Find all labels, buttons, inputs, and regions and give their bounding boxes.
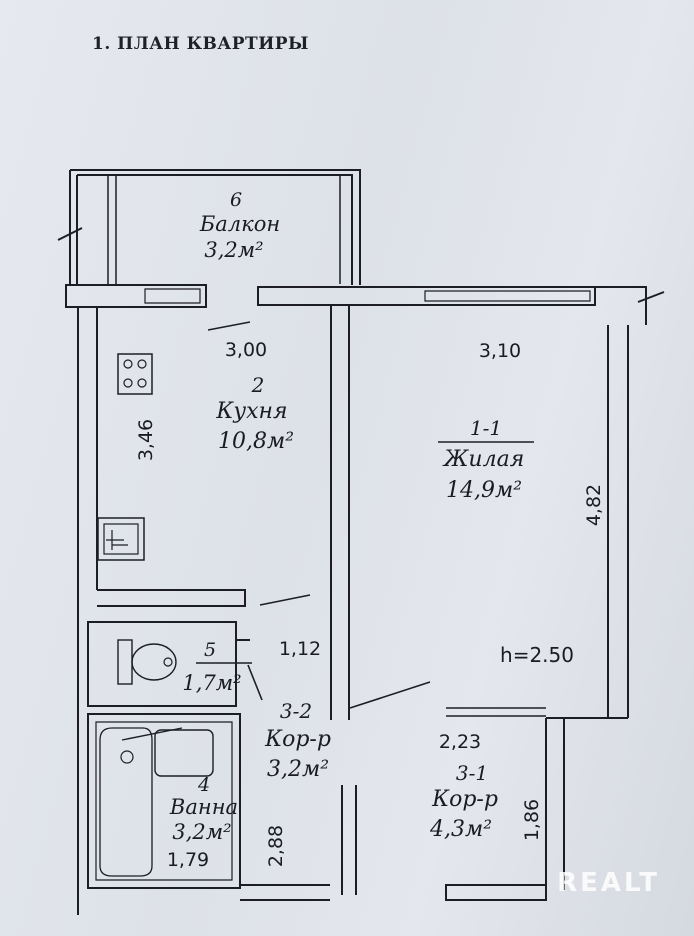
- room-area-wc: 1,7м²: [182, 671, 241, 695]
- room-number-corridor-2: 3-2: [280, 699, 312, 723]
- dim-wc-width: 1,12: [279, 638, 321, 660]
- room-area-balcony: 3,2м²: [204, 238, 263, 262]
- room-name-bath: Ванна: [169, 795, 238, 819]
- page-title: 1. ПЛАН КВАРТИРЫ: [92, 34, 309, 54]
- room-name-balcony: Балкон: [199, 212, 280, 236]
- room-number-bath: 4: [197, 774, 210, 796]
- room-area-kitchen: 10,8м²: [218, 429, 294, 454]
- room-number-kitchen: 2: [251, 373, 265, 397]
- watermark: REALT: [557, 868, 660, 898]
- room-number-corridor-1: 3-1: [456, 761, 488, 785]
- room-area-living: 14,9м²: [446, 478, 522, 503]
- dim-kitchen-width: 3,00: [225, 339, 267, 361]
- dim-bath-depth: 2,88: [265, 825, 287, 867]
- dim-corridor-depth: 1,86: [521, 799, 543, 841]
- room-name-kitchen: Кухня: [215, 399, 287, 424]
- ceiling-height: h=2.50: [500, 643, 574, 667]
- room-area-bath: 3,2м²: [172, 820, 231, 844]
- room-number-wc: 5: [204, 639, 216, 661]
- dim-living-depth: 4,82: [583, 484, 605, 526]
- room-name-corridor-1: Кор-р: [431, 787, 498, 812]
- room-area-corridor-1: 4,3м²: [429, 817, 492, 842]
- room-name-corridor-2: Кор-р: [264, 727, 331, 752]
- room-name-living: Жилая: [442, 447, 525, 472]
- room-number-living: 1-1: [470, 416, 502, 440]
- dim-corridor-width: 2,23: [439, 731, 481, 753]
- room-area-corridor-2: 3,2м²: [267, 757, 329, 782]
- dim-living-width: 3,10: [479, 340, 521, 362]
- dim-kitchen-depth: 3,46: [135, 419, 157, 461]
- dim-bath-width: 1,79: [167, 849, 209, 871]
- room-number-balcony: 6: [230, 189, 242, 211]
